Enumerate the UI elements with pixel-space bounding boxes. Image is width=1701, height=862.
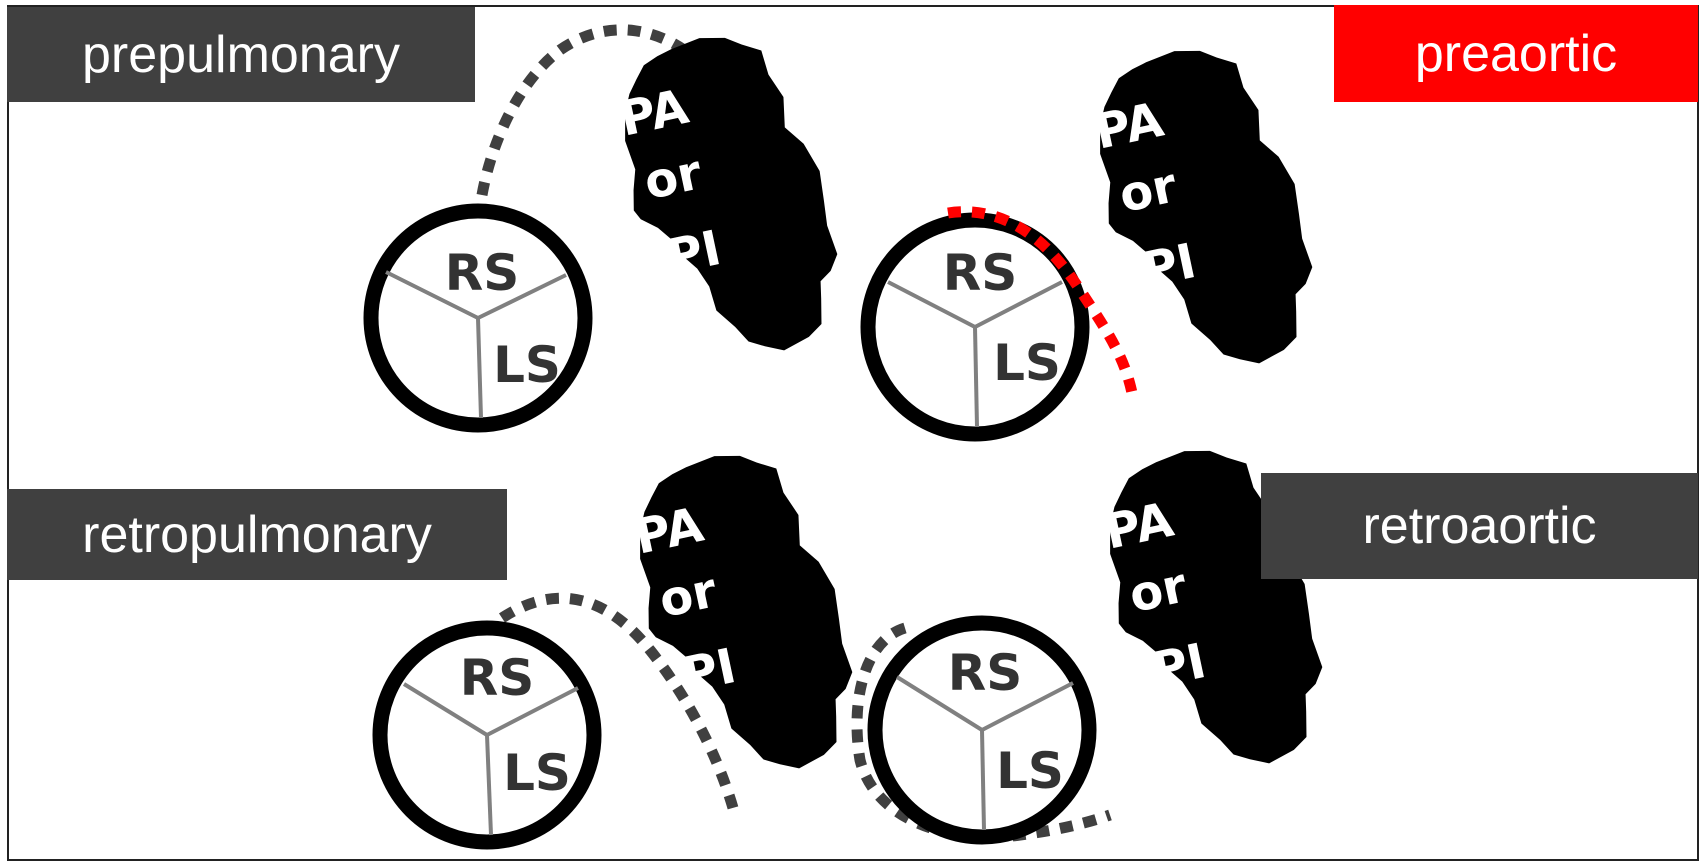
aorta-1: RS LS: [363, 203, 593, 433]
pulmonary-label-3-or: or: [654, 562, 721, 629]
label-prepulmonary: prepulmonary: [7, 7, 475, 102]
pulmonary-trunk-3: PA or PI: [616, 437, 870, 793]
pulmonary-label-2-pi: PI: [1137, 233, 1201, 299]
diagram-frame: [7, 5, 1699, 861]
panel-prepulmonary: PA or PI RS LS: [363, 19, 855, 433]
pulmonary-trunk-1: PA or PI: [601, 19, 855, 375]
label-retroaortic: retroaortic: [1261, 473, 1698, 579]
pulmonary-label-4-pa: PA: [1100, 492, 1178, 561]
aorta-label-4-rs: RS: [948, 644, 1023, 702]
pulmonary-label-4-or: or: [1124, 557, 1191, 624]
pulmonary-label-1-pi: PI: [662, 220, 726, 286]
pulmonary-label-2-pa: PA: [1090, 92, 1168, 161]
pulmonary-label-3-pi: PI: [677, 638, 741, 704]
aorta-label-2-ls: LS: [993, 334, 1061, 392]
pulmonary-trunk-4: PA or PI: [1086, 432, 1340, 788]
panel-retropulmonary: PA or PI RS LS: [372, 437, 870, 850]
panel-preaortic: PA or PI RS LS: [860, 32, 1330, 442]
aorta-label-3-ls: LS: [503, 744, 571, 802]
coronary-course-prepulmonary: [476, 24, 781, 336]
pulmonary-label-2-or: or: [1114, 157, 1181, 224]
pulmonary-label-1-or: or: [639, 144, 706, 211]
pulmonary-trunk-2: PA or PI: [1076, 32, 1330, 388]
pulmonary-label-4-pi: PI: [1147, 633, 1211, 699]
aorta-2: RS LS: [860, 212, 1090, 442]
aorta-label-4-ls: LS: [996, 742, 1064, 800]
aorta-label-2-rs: RS: [943, 244, 1018, 302]
pulmonary-label-3-pa: PA: [630, 497, 708, 566]
label-preaortic: preaortic: [1334, 5, 1698, 102]
aorta-4: RS LS: [867, 615, 1097, 845]
pulmonary-label-1-pa: PA: [615, 79, 693, 148]
label-retropulmonary: retropulmonary: [7, 489, 507, 580]
coronary-course-preaortic: [947, 206, 1139, 400]
aorta-label-3-rs: RS: [460, 649, 535, 707]
coronary-course-retropulmonary: [498, 592, 741, 817]
aorta-label-1-rs: RS: [445, 244, 520, 302]
aorta-3: RS LS: [372, 620, 602, 850]
aorta-label-1-ls: LS: [493, 336, 561, 394]
panel-retroaortic: PA or PI RS LS: [851, 432, 1340, 845]
coronary-course-retroaortic: [851, 622, 1112, 843]
